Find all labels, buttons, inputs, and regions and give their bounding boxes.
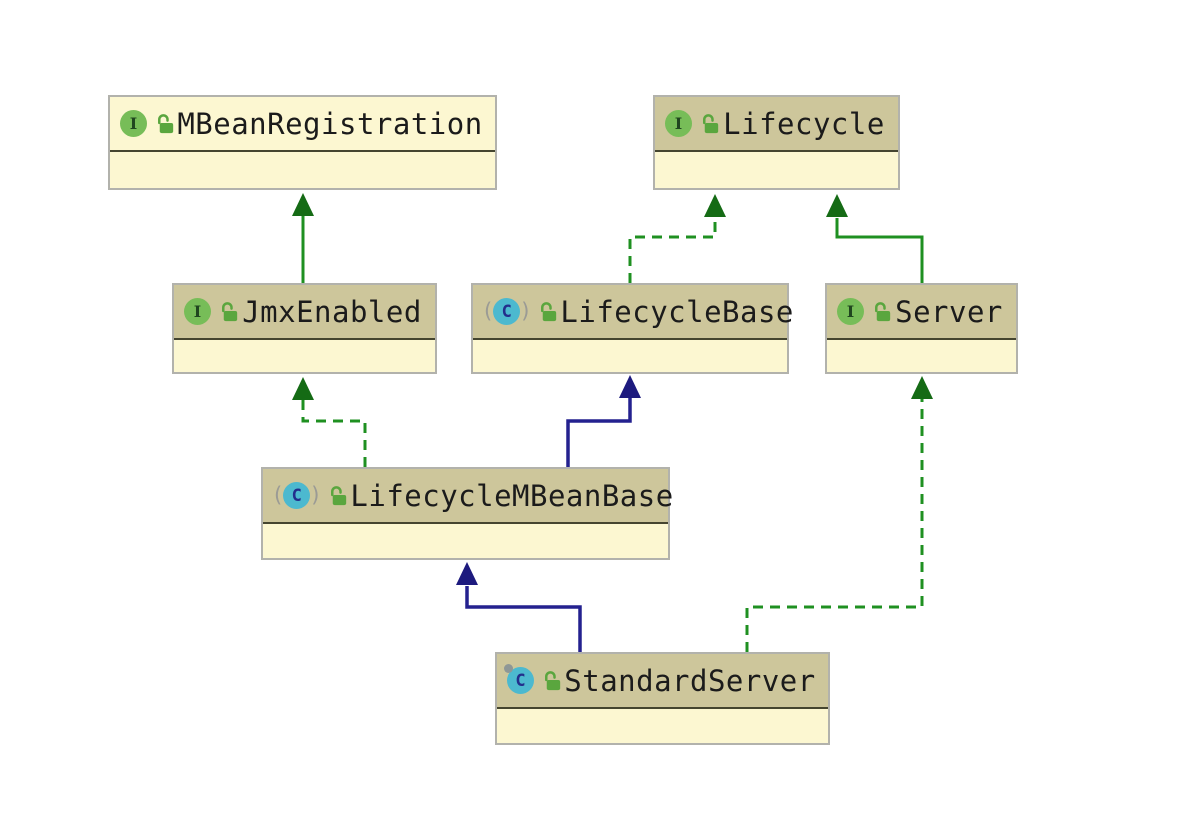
node-body (110, 152, 495, 188)
class-name: Server (895, 294, 1003, 329)
node-header: I Server (827, 285, 1016, 340)
abstract-paren-icon: ( (274, 483, 283, 507)
interface-icon: I (665, 110, 692, 137)
unlocked-icon (327, 484, 350, 507)
node-body (655, 152, 898, 188)
arrowhead-extends-mbeanregistration (292, 193, 314, 216)
node-header: I MBeanRegistration (110, 97, 495, 152)
edge-lifecyclembeanbase-implements-jmxenabled (301, 400, 367, 467)
class-name: JmxEnabled (242, 294, 422, 329)
edge-lifecyclembeanbase-extends-lifecyclebase (566, 398, 632, 467)
node-body (263, 524, 668, 558)
abstract-class-icon: ( C ) (273, 482, 320, 509)
interface-icon: I (120, 110, 147, 137)
class-icon: C (504, 664, 534, 694)
edge-lifecyclebase-implements-lifecycle (628, 218, 717, 283)
class-node-jmxenabled[interactable]: I JmxEnabled (172, 283, 437, 374)
class-node-standardserver[interactable]: C StandardServer (495, 652, 830, 745)
class-name: LifecycleBase (560, 294, 794, 329)
node-body (473, 340, 787, 372)
unlocked-icon (537, 300, 560, 323)
class-icon-accent (504, 664, 513, 673)
abstract-paren-icon: ) (521, 299, 530, 323)
unlocked-icon (871, 300, 894, 323)
unlocked-icon (699, 112, 722, 135)
node-body (497, 709, 828, 743)
class-icon: C (493, 298, 521, 325)
arrowhead-extends-lifecycle-right (826, 194, 848, 217)
class-node-lifecycle[interactable]: I Lifecycle (653, 95, 900, 190)
class-node-lifecyclembeanbase[interactable]: ( C ) LifecycleMBeanBase (261, 467, 673, 560)
class-icon: C (283, 482, 311, 509)
node-header: ( C ) LifecycleBase (473, 285, 793, 340)
interface-icon: I (837, 298, 864, 325)
unlocked-icon (541, 669, 564, 692)
abstract-class-icon: ( C ) (483, 298, 530, 325)
arrowhead-extends-lifecyclebase (619, 375, 641, 398)
abstract-paren-icon: ( (484, 299, 493, 323)
class-node-server[interactable]: I Server (825, 283, 1018, 374)
node-header: I Lifecycle (655, 97, 898, 152)
class-name: Lifecycle (723, 106, 885, 141)
class-name: StandardServer (564, 663, 816, 698)
class-name: MBeanRegistration (177, 106, 483, 141)
unlocked-icon (218, 300, 241, 323)
abstract-paren-icon: ) (311, 483, 320, 507)
interface-icon: I (184, 298, 211, 325)
arrowhead-implements-jmxenabled (292, 377, 314, 400)
edge-standardserver-extends-lifecyclembeanbase (465, 586, 582, 652)
node-header: I JmxEnabled (174, 285, 435, 340)
node-body (827, 340, 1016, 372)
edge-server-extends-lifecycle (835, 218, 924, 283)
arrowhead-implements-server (911, 376, 933, 399)
class-name: LifecycleMBeanBase (350, 478, 674, 513)
unlocked-icon (154, 112, 177, 135)
arrowhead-implements-lifecycle-left (704, 194, 726, 217)
node-body (174, 340, 435, 372)
arrowhead-extends-lifecyclembeanbase (456, 562, 478, 585)
class-node-mbeanregistration[interactable]: I MBeanRegistration (108, 95, 497, 190)
node-header: C StandardServer (497, 654, 828, 709)
class-node-lifecyclebase[interactable]: ( C ) LifecycleBase (471, 283, 793, 374)
edge-standardserver-implements-server (745, 399, 924, 652)
node-header: ( C ) LifecycleMBeanBase (263, 469, 673, 524)
